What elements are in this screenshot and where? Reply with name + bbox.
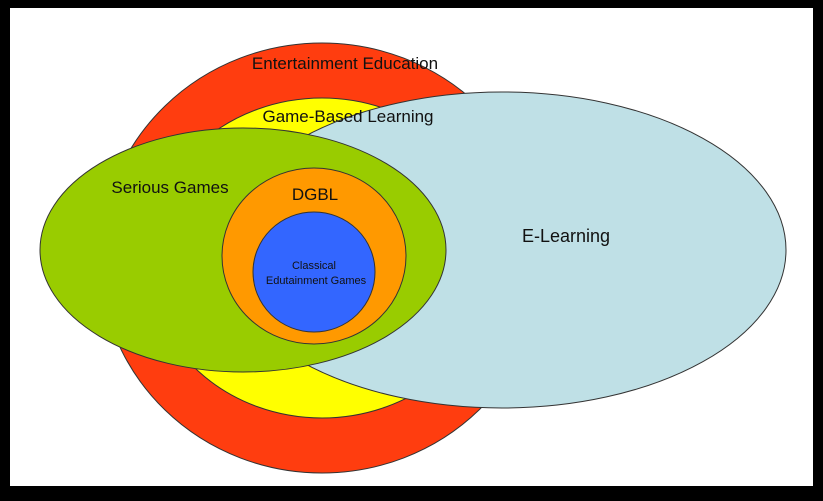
- dgbl-label: DGBL: [292, 185, 338, 204]
- e-learning-label: E-Learning: [522, 226, 610, 246]
- entertainment-education-label: Entertainment Education: [252, 54, 438, 73]
- game-based-learning-label: Game-Based Learning: [262, 107, 433, 126]
- classical-label-line2: Edutainment Games: [266, 275, 367, 287]
- classical-label-line1: Classical: [292, 260, 336, 272]
- classical-edutainment-region: [252, 211, 376, 333]
- serious-games-label: Serious Games: [111, 178, 228, 197]
